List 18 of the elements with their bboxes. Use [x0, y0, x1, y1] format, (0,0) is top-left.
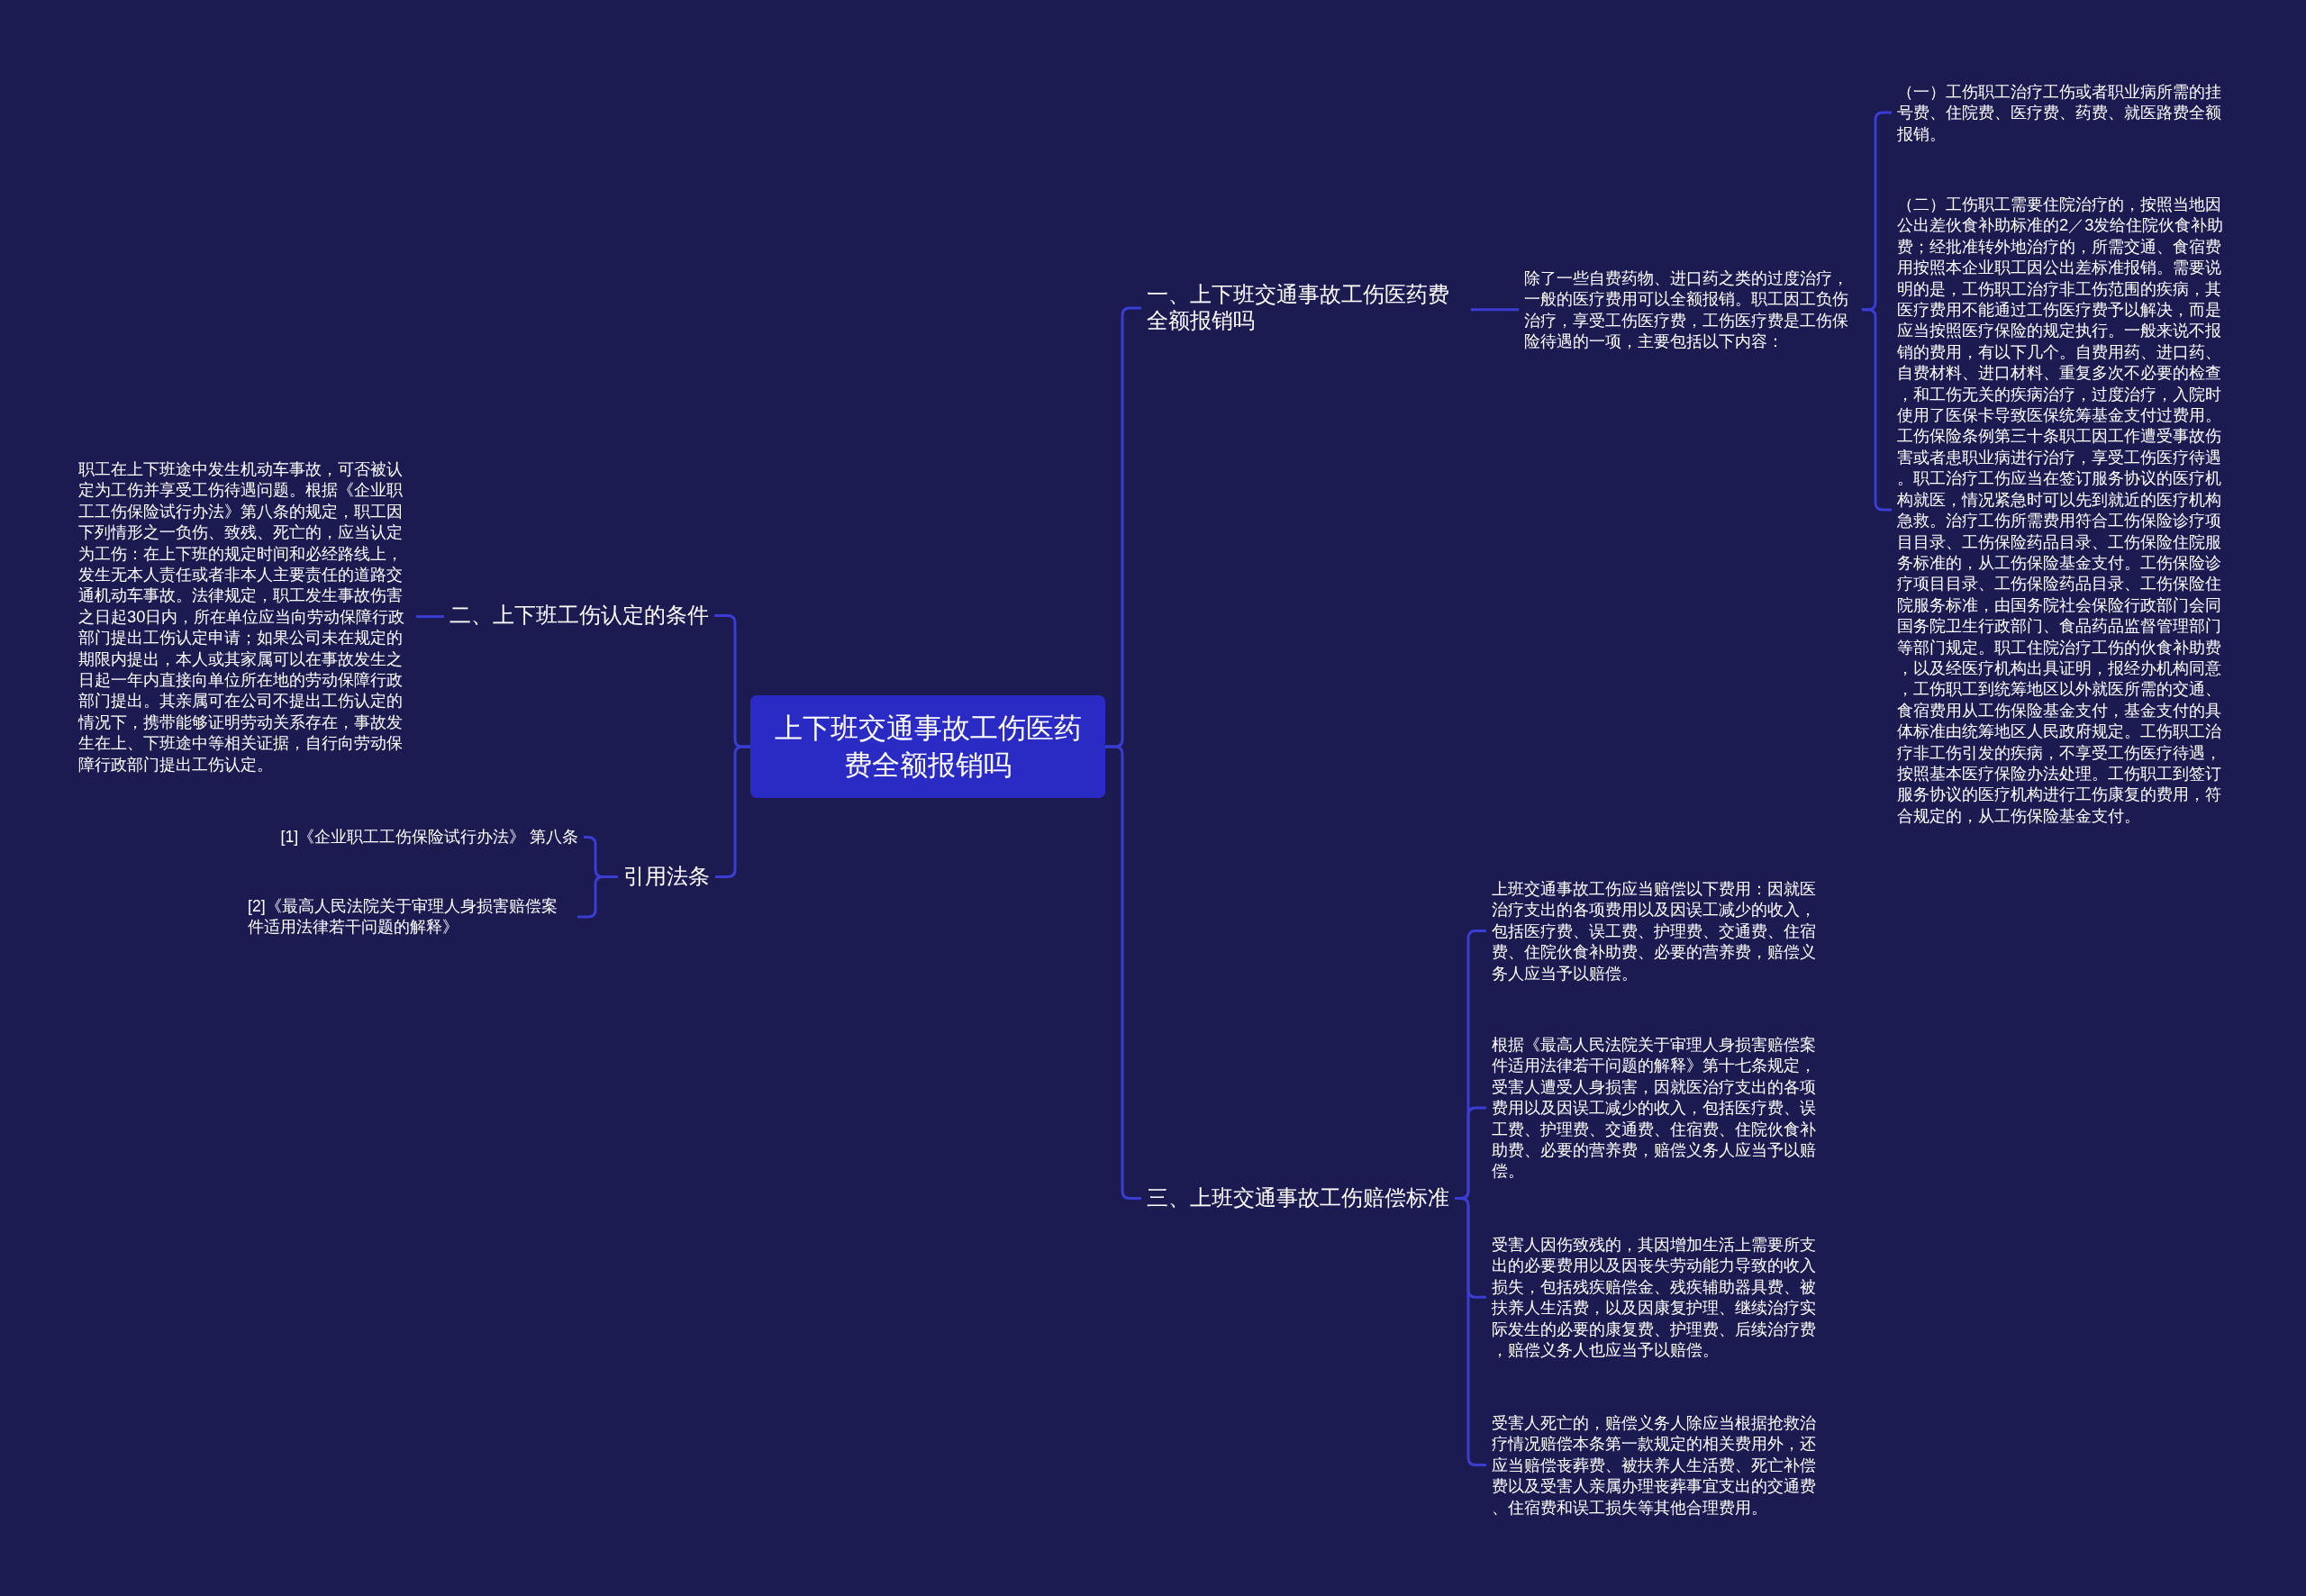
note-text: 上班交通事故工伤应当赔偿以下费用：因就医治疗支出的各项费用以及因误工减少的收入，包括医疗费、误工费、护理费、交通费、住宿费、住院伙食补助费、必要的营养费，赔偿义务人应当予以赔偿。	[1486, 878, 1829, 984]
note-text: （二）工伤职工需要住院治疗的，按照当地因公出差伙食补助标准的2／3发给住院伙食补助费；经批准转外地治疗的，所需交通、食宿费用按照本企业职工因公出差标准报销。需要说明的是，工伤职工治疗非工伤范围的疾病，其医疗费用不能通过工伤医疗费予以解决，而是应当按照医疗保险的规定执行。一般来说不报销的费用，有以下几个。自费用药、进口药、自费材料、进口材料、重复多次不必要的检查，和工伤无关的疾病治疗，过度治疗，入院时使用了医保卡导致医保统筹基金支付过费用。工伤保险条例第三十条职工因工作遭受事故伤害或者患职业病进行治疗，享受工伤医疗待遇。职工治疗工伤应当在签订服务协议的医疗机构就医，情况紧急时可以先到就近的医疗机构急救。治疗工伤所需费用符合工伤保险诊疗项目目录、工伤保险药品目录、工伤保险住院服务标准的，从工伤保险基金支付。工伤保险诊疗项目目录、工伤保险药品目录、工伤保险住院服务标准，由国务院社会保险行政部门会同国务院卫生行政部门、食品药品监督管理部门等部门规定。职工住院治疗工伤的伙食补助费，以及经医疗机构出具证明，报经办机构同意，工伤职工到统筹地区以外就医所需的交通、食宿费用从工伤保险基金支付，基金支付的具体标准由统筹地区人民政府规定。工伤职工治疗非工伤引发的疾病，不享受工伤医疗待遇，按照基本医疗保险办法处理。工伤职工到签订服务协议的医疗机构进行工伤康复的费用，符合规定的，从工伤保险基金支付。	[1892, 194, 2235, 827]
note-text: 根据《最高人民法院关于审理人身损害赔偿案件适用法律若干问题的解释》第十七条规定，受害人遭受人身损害，因就医治疗支出的各项费用以及因误工减少的收入，包括医疗费、误工费、护理费、交通费、住宿费、住院伙食补助费、必要的营养费，赔偿义务人应当予以赔偿。	[1486, 1034, 1829, 1182]
branch-label: 引用法条	[618, 864, 715, 890]
branch-label: 一、上下班交通事故工伤医药费全额报销吗	[1141, 282, 1471, 334]
connector-line	[576, 875, 618, 919]
note-text: 受害人因伤致残的，其因增加生活上需要所支出的必要费用以及因丧失劳动能力导致的收入损失，包括残疾赔偿金、残疾辅助器具费、被扶养人生活费，以及因康复护理、继续治疗实际发生的必要的康复费、护理费、后续治疗费，赔偿义务人也应当予以赔偿。	[1486, 1234, 1829, 1361]
reference-text: [1]《企业职工工伤保险试行办法》 第八条	[275, 827, 584, 848]
branch-label: 二、上下班工伤认定的条件	[444, 603, 714, 629]
note-text: 职工在上下班途中发生机动车事故，可否被认定为工伤并享受工伤待遇问题。根据《企业职工工伤保险试行办法》第八条的规定，职工因下列情形之一负伤、致残、死亡的，应当认定为工伤：在上下班的规定时间和必经路线上，发生无本人责任或者非本人主要责任的道路交通机动车事故。法律规定，职工发生事故伤害之日起30日内，所在单位应当向劳动保障行政部门提出工伤认定申请；如果公司未在规定的期限内提出，本人或其家属可以在事故发生之日起一年内直接向单位所在地的劳动保障行政部门提出。其亲属可在公司不提出工伤认定的情况下，携带能够证明劳动关系存在，事故发生在上、下班途中等相关证据，自行向劳动保障行政部门提出工伤认定。	[73, 458, 416, 775]
topic-box: 上下班交通事故工伤医药费全额报销吗	[750, 695, 1105, 798]
branch-label: 三、上班交通事故工伤赔偿标准	[1141, 1185, 1455, 1211]
note-text: 除了一些自费药物、进口药之类的过度治疗，一般的医疗费用可以全额报销。职工因工负伤治疗，享受工伤医疗费，工伤医疗费是工伤保险待遇的一项，主要包括以下内容：	[1519, 268, 1862, 352]
connector-line	[415, 615, 444, 619]
reference-text: [2]《最高人民法院关于审理人身损害赔偿案件适用法律若干问题的解释》	[242, 896, 577, 938]
note-text: （一）工伤职工治疗工伤或者职业病所需的挂号费、住院费、医疗费、药费、就医路费全额报销。	[1892, 81, 2235, 145]
connector-line	[1470, 308, 1519, 312]
note-text: 受害人死亡的，赔偿义务人除应当根据抢救治疗情况赔偿本条第一款规定的相关费用外，还应当赔偿丧葬费、被扶养人生活费、死亡补偿费以及受害人亲属办理丧葬事宜支出的交通费、住宿费和误工损失等其他合理费用。	[1486, 1412, 1829, 1519]
